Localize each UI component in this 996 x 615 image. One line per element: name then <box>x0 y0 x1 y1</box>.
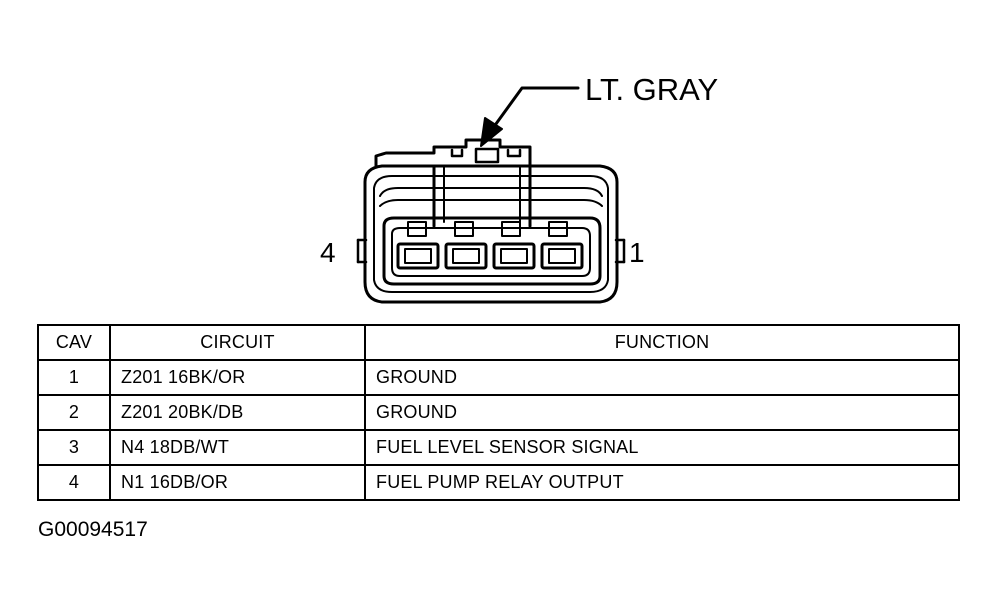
locking-tab <box>374 138 532 228</box>
table-row: 1 Z201 16BK/OR GROUND <box>37 359 960 396</box>
connector-housing <box>356 164 626 304</box>
cell-circuit: N4 18DB/WT <box>109 429 366 466</box>
terminal-cavity-3 <box>444 242 488 270</box>
terminal-cavity-2 <box>492 242 536 270</box>
connector-color-label: LT. GRAY <box>585 72 718 107</box>
cell-function: GROUND <box>364 359 960 396</box>
cell-cav: 4 <box>37 464 111 501</box>
cell-cav: 3 <box>37 429 111 466</box>
cell-cav: 2 <box>37 394 111 431</box>
header-cav: CAV <box>37 324 111 361</box>
cavity-face <box>382 216 602 286</box>
table-row: 4 N1 16DB/OR FUEL PUMP RELAY OUTPUT <box>37 464 960 501</box>
pin-4-label: 4 <box>320 237 336 268</box>
cell-function: FUEL PUMP RELAY OUTPUT <box>364 464 960 501</box>
cell-circuit: Z201 16BK/OR <box>109 359 366 396</box>
table-header-row: CAV CIRCUIT FUNCTION <box>37 324 960 361</box>
cell-function: GROUND <box>364 394 960 431</box>
cell-circuit: N1 16DB/OR <box>109 464 366 501</box>
pinout-table: CAV CIRCUIT FUNCTION 1 Z201 16BK/OR GROU… <box>37 324 960 501</box>
connector-diagram: LT. GRAY 4 1 <box>320 72 718 304</box>
header-circuit: CIRCUIT <box>109 324 366 361</box>
figure-id: G00094517 <box>38 518 148 541</box>
terminal-cavity-4 <box>396 242 440 270</box>
table-row: 2 Z201 20BK/DB GROUND <box>37 394 960 431</box>
cell-circuit: Z201 20BK/DB <box>109 394 366 431</box>
table-row: 3 N4 18DB/WT FUEL LEVEL SENSOR SIGNAL <box>37 429 960 466</box>
header-function: FUNCTION <box>364 324 960 361</box>
pin-1-label: 1 <box>629 237 645 268</box>
terminal-cavity-1 <box>540 242 584 270</box>
callout-leader-arrow <box>480 86 580 147</box>
cell-function: FUEL LEVEL SENSOR SIGNAL <box>364 429 960 466</box>
cell-cav: 1 <box>37 359 111 396</box>
